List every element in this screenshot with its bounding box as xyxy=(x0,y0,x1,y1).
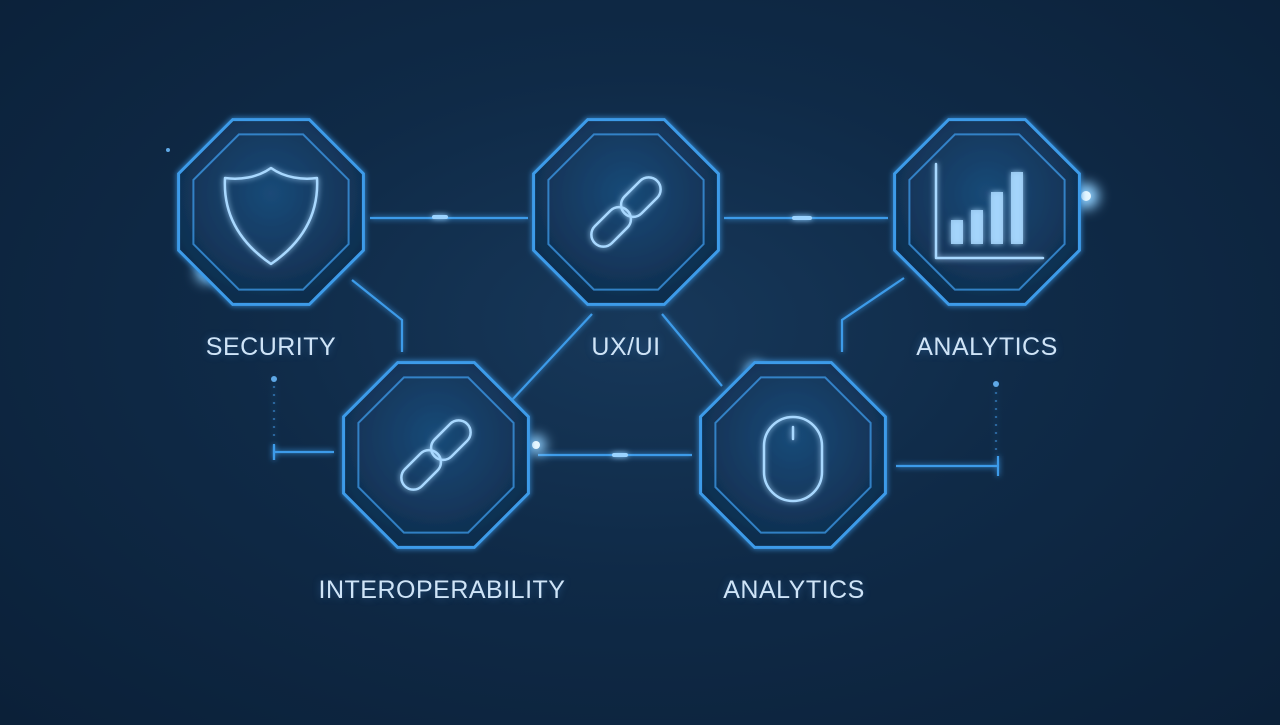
node-outer-ring xyxy=(699,361,887,549)
bar-chart-icon-bar xyxy=(991,192,1003,244)
bar-chart-icon-bar xyxy=(951,220,963,244)
glow-point-6 xyxy=(271,376,277,382)
node-inner-ring xyxy=(547,133,705,291)
nodes-group xyxy=(177,118,1081,549)
node-outer-ring xyxy=(532,118,720,306)
node-label-analytics-bottom: ANALYTICS xyxy=(723,576,865,604)
glow-point-5 xyxy=(166,148,170,152)
node-label-interoperability: INTEROPERABILITY xyxy=(318,576,566,604)
node-inner-ring xyxy=(192,133,350,291)
link-icon xyxy=(590,176,662,248)
node-outer-ring xyxy=(342,361,530,549)
node-interoperability xyxy=(342,361,530,549)
connector-dashes xyxy=(432,215,812,457)
node-label-analytics-top: ANALYTICS xyxy=(916,333,1058,361)
link-icon xyxy=(400,419,472,491)
node-ux-ui xyxy=(532,118,720,306)
bar-chart-icon xyxy=(934,162,1045,260)
connector-analytics-top-bottom xyxy=(840,277,905,352)
node-inner-ring xyxy=(357,376,515,534)
bar-chart-icon-bar xyxy=(971,210,983,244)
node-analytics-bottom xyxy=(699,361,887,549)
shield-icon xyxy=(223,166,319,266)
node-label-ux-ui: UX/UI xyxy=(591,333,661,361)
mouse-icon xyxy=(762,415,824,503)
bar-chart-icon-bar xyxy=(1011,172,1023,244)
glow-point-7 xyxy=(993,381,999,387)
node-outer-ring xyxy=(177,118,365,306)
connector-security-interop xyxy=(351,279,404,352)
glow-point-2-core xyxy=(1081,191,1091,201)
node-label-security: SECURITY xyxy=(205,333,337,361)
node-outer-ring xyxy=(893,118,1081,306)
connector-uxui-interop xyxy=(511,313,593,401)
node-inner-ring xyxy=(908,133,1066,291)
node-security xyxy=(177,118,365,306)
node-inner-ring xyxy=(714,376,872,534)
glow-point-3-core xyxy=(532,441,540,449)
node-analytics-top xyxy=(893,118,1081,306)
connector-uxui-analytics-bottom xyxy=(661,313,723,387)
